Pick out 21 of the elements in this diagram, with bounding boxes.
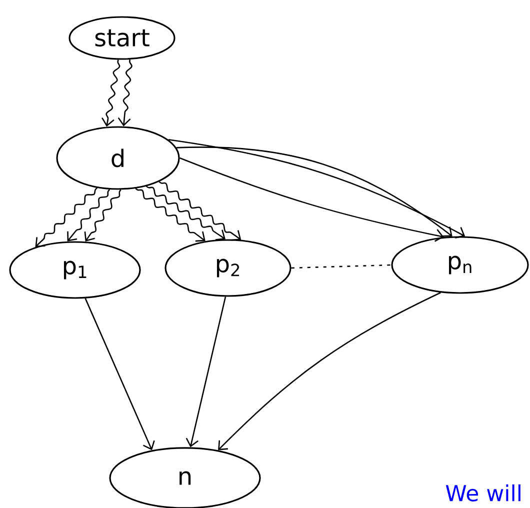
arrow <box>168 138 466 238</box>
arrow <box>35 187 98 248</box>
arrow <box>158 181 242 241</box>
arrow <box>135 188 206 242</box>
arrow <box>176 146 452 237</box>
arrow <box>84 298 155 450</box>
arrow <box>67 189 110 242</box>
arrow <box>102 60 120 127</box>
arrow <box>146 186 226 240</box>
ellipse-node: start <box>68 16 176 60</box>
ellipse-node: p$_{1}$ <box>9 241 141 299</box>
ellipse-node: p$_{n}$ <box>391 236 529 294</box>
ellipse-node: d <box>56 126 180 190</box>
arrow <box>186 296 226 448</box>
arrow <box>84 189 122 242</box>
ellipse-node: p$_{2}$ <box>164 239 292 297</box>
dotted-line <box>291 264 392 269</box>
arrow <box>118 60 132 126</box>
arrow <box>180 157 444 242</box>
arrow <box>218 292 441 450</box>
handwritten-note: We will <box>446 484 520 502</box>
